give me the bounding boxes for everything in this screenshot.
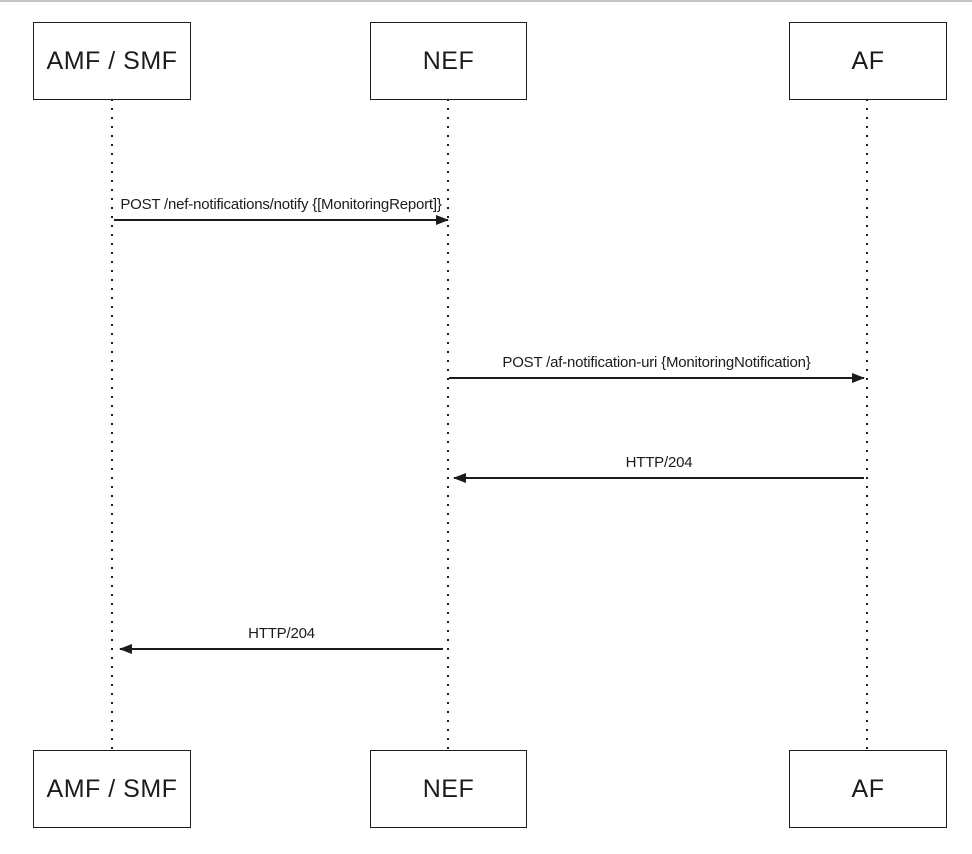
participant-label: AMF / SMF — [46, 774, 178, 803]
participant-amf-smf-bottom: AMF / SMF — [33, 750, 191, 828]
message-label: POST /af-notification-uri {MonitoringNot… — [502, 354, 811, 371]
lifeline-nef — [447, 99, 449, 752]
participant-af-top: AF — [789, 22, 947, 100]
message-line — [453, 473, 864, 483]
arrowhead-left-icon — [453, 473, 466, 483]
message-line — [119, 644, 443, 654]
message-line — [114, 215, 449, 225]
participant-label: NEF — [422, 46, 475, 75]
participant-label: AMF / SMF — [46, 46, 178, 75]
message-label: HTTP/204 — [248, 625, 315, 642]
participant-af-bottom: AF — [789, 750, 947, 828]
message-post-af-notification-uri: POST /af-notification-uri {MonitoringNot… — [449, 349, 865, 383]
participant-nef-bottom: NEF — [370, 750, 527, 828]
message-line — [449, 373, 865, 383]
participant-nef-top: NEF — [370, 22, 527, 100]
arrowhead-right-icon — [852, 373, 865, 383]
message-post-nef-notifications: POST /nef-notifications/notify {[Monitor… — [114, 191, 449, 225]
lifeline-af — [866, 99, 868, 752]
participant-label: AF — [851, 46, 885, 75]
arrowhead-left-icon — [119, 644, 132, 654]
lifeline-amf-smf — [111, 99, 113, 752]
message-label: POST /nef-notifications/notify {[Monitor… — [120, 196, 442, 213]
participant-label: AF — [851, 774, 885, 803]
message-http-204-af-to-nef: HTTP/204 — [453, 449, 864, 483]
page-border-top — [0, 0, 972, 2]
message-label: HTTP/204 — [625, 454, 693, 471]
arrowhead-right-icon — [436, 215, 449, 225]
participant-label: NEF — [422, 774, 475, 803]
participant-amf-smf-top: AMF / SMF — [33, 22, 191, 100]
message-http-204-nef-to-amf-smf: HTTP/204 — [119, 620, 443, 654]
